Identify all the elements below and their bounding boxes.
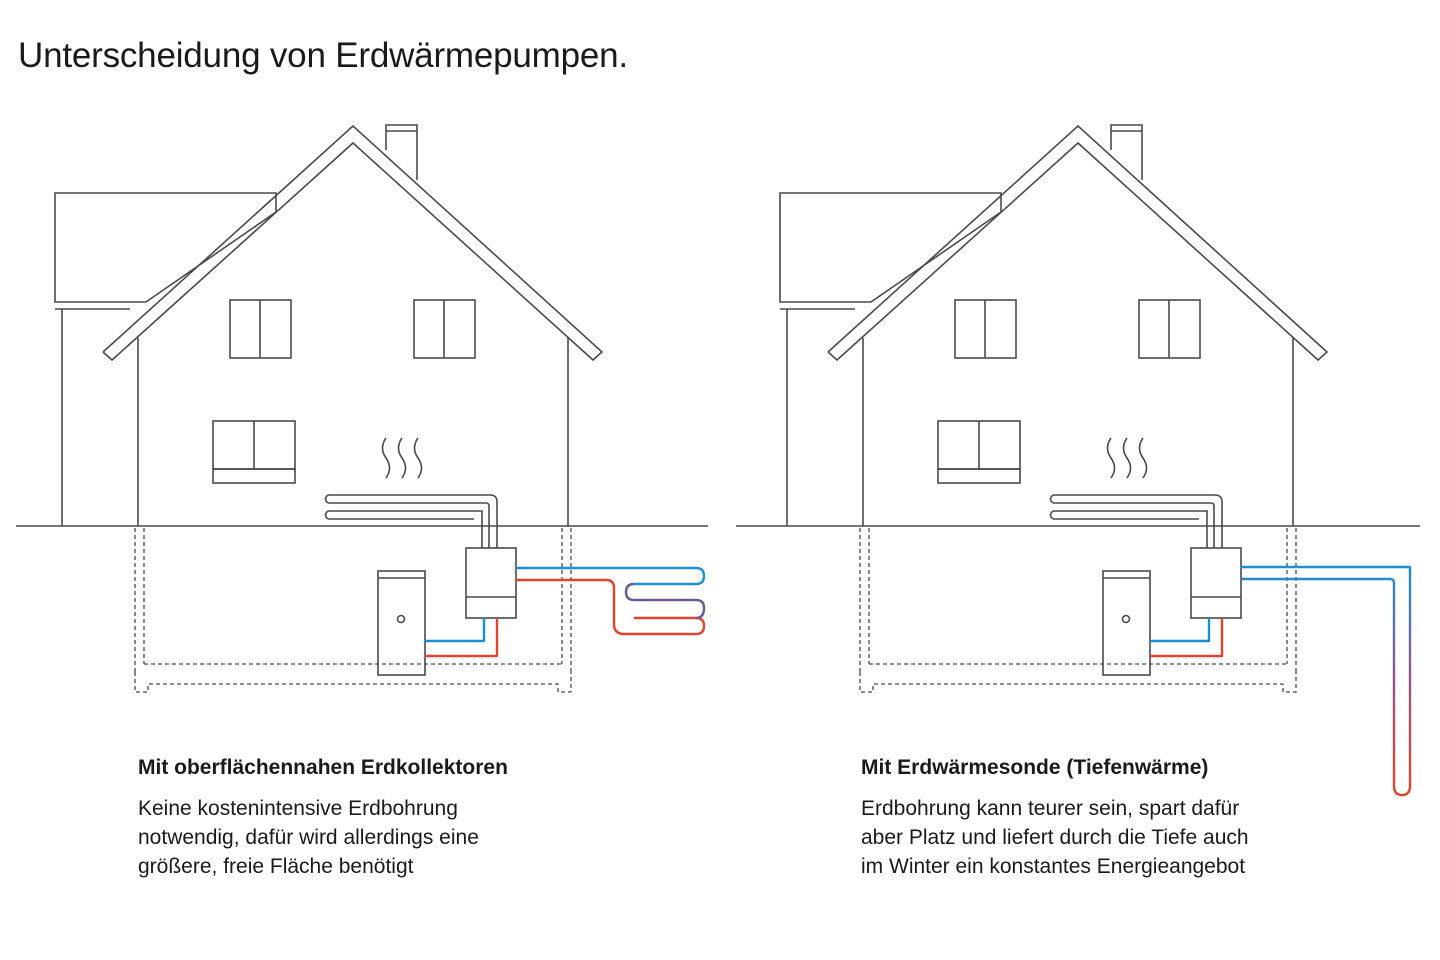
annex-roof [54, 192, 277, 303]
page-title: Unterscheidung von Erdwärmepumpen. [18, 36, 628, 75]
panel-heading: Mit Erdwärmesonde (Tiefenwärme) [861, 756, 1209, 779]
warm-pipe [516, 578, 706, 636]
panel-description: Keine kostenintensive Erdbohrung notwend… [138, 797, 479, 878]
collector-loop [624, 582, 706, 620]
gable-roof [827, 124, 1329, 362]
chimney [385, 124, 418, 180]
cold-pipe [425, 618, 486, 643]
heat-waves-icon [381, 437, 423, 479]
warm-pipe [1150, 618, 1224, 658]
heating-loops [1053, 494, 1223, 548]
cold-pipe [516, 566, 706, 586]
cold-pipe [1150, 618, 1211, 643]
heat-waves-icon [1106, 437, 1148, 479]
storage-tank [377, 570, 426, 676]
caption-geothermal-probe: Mit Erdwärmesonde (Tiefenwärme) Erdbohru… [861, 756, 1331, 881]
storage-tank [1102, 570, 1151, 676]
pipes-left [425, 566, 706, 658]
probe-pipe [1241, 565, 1412, 797]
warm-pipe [425, 618, 499, 658]
chimney [1110, 124, 1143, 180]
house-right [736, 124, 1420, 693]
caption-surface-collectors: Mit oberflächennahen Erdkollektoren Kein… [138, 756, 608, 881]
panel-heading: Mit oberflächennahen Erdkollektoren [138, 756, 508, 779]
heat-pump-unit [1190, 547, 1242, 619]
gable-roof [102, 124, 604, 362]
house-left [16, 124, 708, 693]
panel-description: Erdbohrung kann teurer sein, spart dafür… [861, 797, 1249, 878]
annex-roof [779, 192, 1002, 303]
heating-loops [328, 494, 498, 548]
pipes-right [1150, 565, 1412, 797]
heat-pump-unit [465, 547, 517, 619]
